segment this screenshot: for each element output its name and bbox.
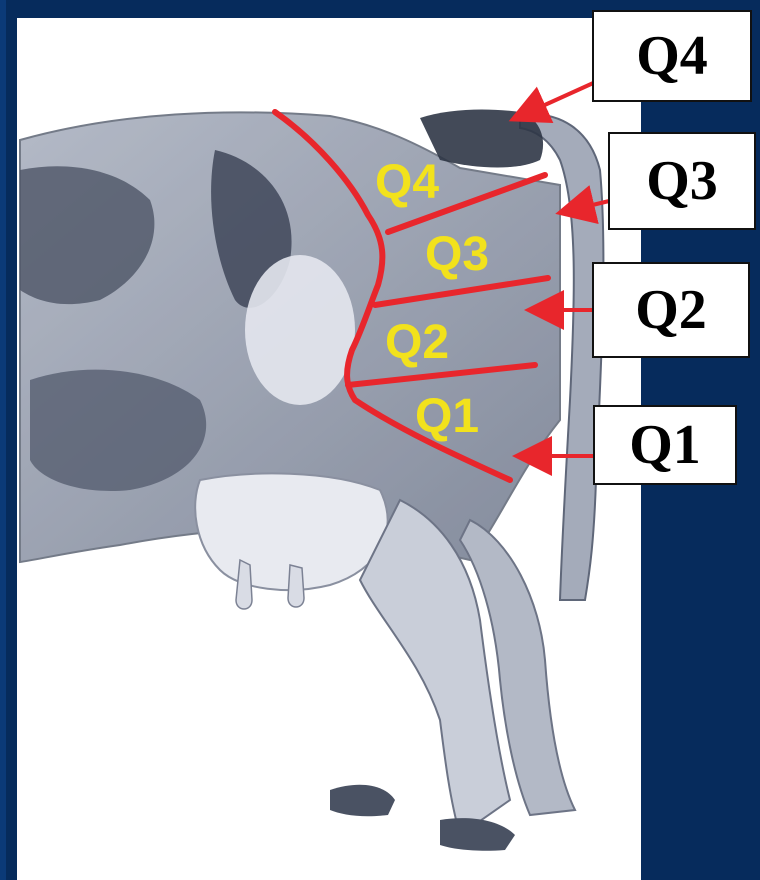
teat-right	[288, 565, 304, 607]
zone-label-q2: Q2	[385, 316, 449, 369]
zone-label-q1: Q1	[415, 390, 479, 443]
callout-q2: Q2	[592, 262, 750, 358]
hoof-far	[330, 785, 395, 816]
zone-label-q3: Q3	[425, 228, 489, 281]
callout-q4: Q4	[592, 10, 752, 102]
hoof-near	[440, 818, 515, 851]
callout-q1: Q1	[593, 405, 737, 485]
thigh-highlight	[245, 255, 355, 405]
zone-label-q4: Q4	[375, 156, 439, 209]
callout-q3: Q3	[608, 132, 756, 230]
